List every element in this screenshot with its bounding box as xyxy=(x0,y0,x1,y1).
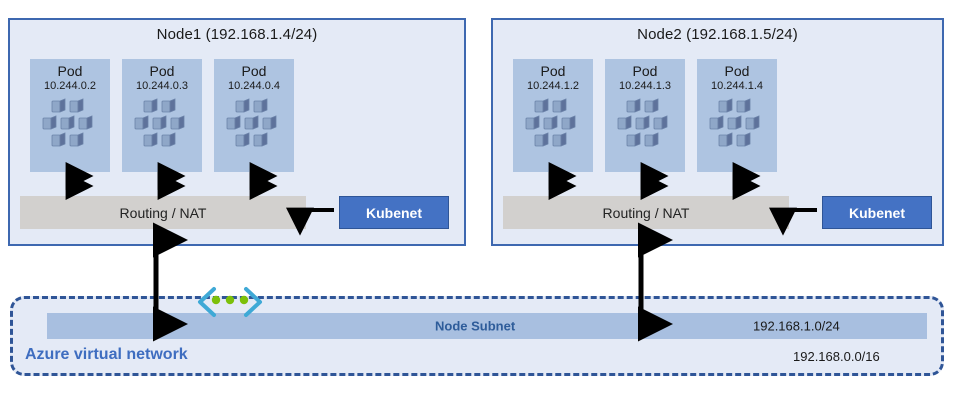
pod-label: Pod xyxy=(540,63,566,79)
pod-label: Pod xyxy=(632,63,658,79)
pod-cluster-icon xyxy=(614,97,676,160)
pod-ip: 10.244.1.4 xyxy=(711,80,763,92)
routing-nat-bar: Routing / NAT xyxy=(503,196,789,229)
routing-nat-label: Routing / NAT xyxy=(119,204,207,221)
kubenet-button[interactable]: Kubenet xyxy=(822,196,932,229)
pod-label: Pod xyxy=(149,63,175,79)
pod-box: Pod 10.244.1.4 xyxy=(697,59,777,172)
pod-label: Pod xyxy=(724,63,750,79)
pod-ip: 10.244.0.3 xyxy=(136,80,188,92)
pod-box: Pod 10.244.0.2 xyxy=(30,59,110,172)
pod-label: Pod xyxy=(241,63,267,79)
pod-label: Pod xyxy=(57,63,83,79)
azure-vnet-label: Azure virtual network xyxy=(25,346,188,363)
node-box-2: Node2 (192.168.1.5/24) Pod 10.244.1.2 xyxy=(491,18,944,246)
azure-vnet-cidr: 192.168.0.0/16 xyxy=(793,349,880,364)
routing-nat-label: Routing / NAT xyxy=(602,204,690,221)
node-title: Node2 (192.168.1.5/24) xyxy=(637,26,798,43)
kubenet-label: Kubenet xyxy=(849,204,905,221)
node-subnet-cidr: 192.168.1.0/24 xyxy=(753,318,840,334)
pod-box: Pod 10.244.0.4 xyxy=(214,59,294,172)
pod-ip: 10.244.0.2 xyxy=(44,80,96,92)
node-subnet-label: Node Subnet xyxy=(435,318,516,334)
pod-ip: 10.244.1.2 xyxy=(527,80,579,92)
pod-cluster-icon xyxy=(131,97,193,160)
pod-ip: 10.244.1.3 xyxy=(619,80,671,92)
node-box-1: Node1 (192.168.1.4/24) Pod 10.244.0.2 xyxy=(8,18,466,246)
node-title: Node1 (192.168.1.4/24) xyxy=(156,26,318,43)
pod-box: Pod 10.244.1.3 xyxy=(605,59,685,172)
pod-box: Pod 10.244.1.2 xyxy=(513,59,593,172)
routing-nat-bar: Routing / NAT xyxy=(20,196,306,229)
kubenet-label: Kubenet xyxy=(366,204,422,221)
azure-vnet-container: Node Subnet 192.168.1.0/24 Azure virtual… xyxy=(10,296,944,376)
node-subnet-bar: Node Subnet 192.168.1.0/24 xyxy=(47,313,927,339)
pod-box: Pod 10.244.0.3 xyxy=(122,59,202,172)
pod-ip: 10.244.0.4 xyxy=(228,80,280,92)
pod-cluster-icon xyxy=(706,97,768,160)
pod-cluster-icon xyxy=(39,97,101,160)
pod-cluster-icon xyxy=(522,97,584,160)
kubenet-button[interactable]: Kubenet xyxy=(339,196,449,229)
pod-cluster-icon xyxy=(223,97,285,160)
